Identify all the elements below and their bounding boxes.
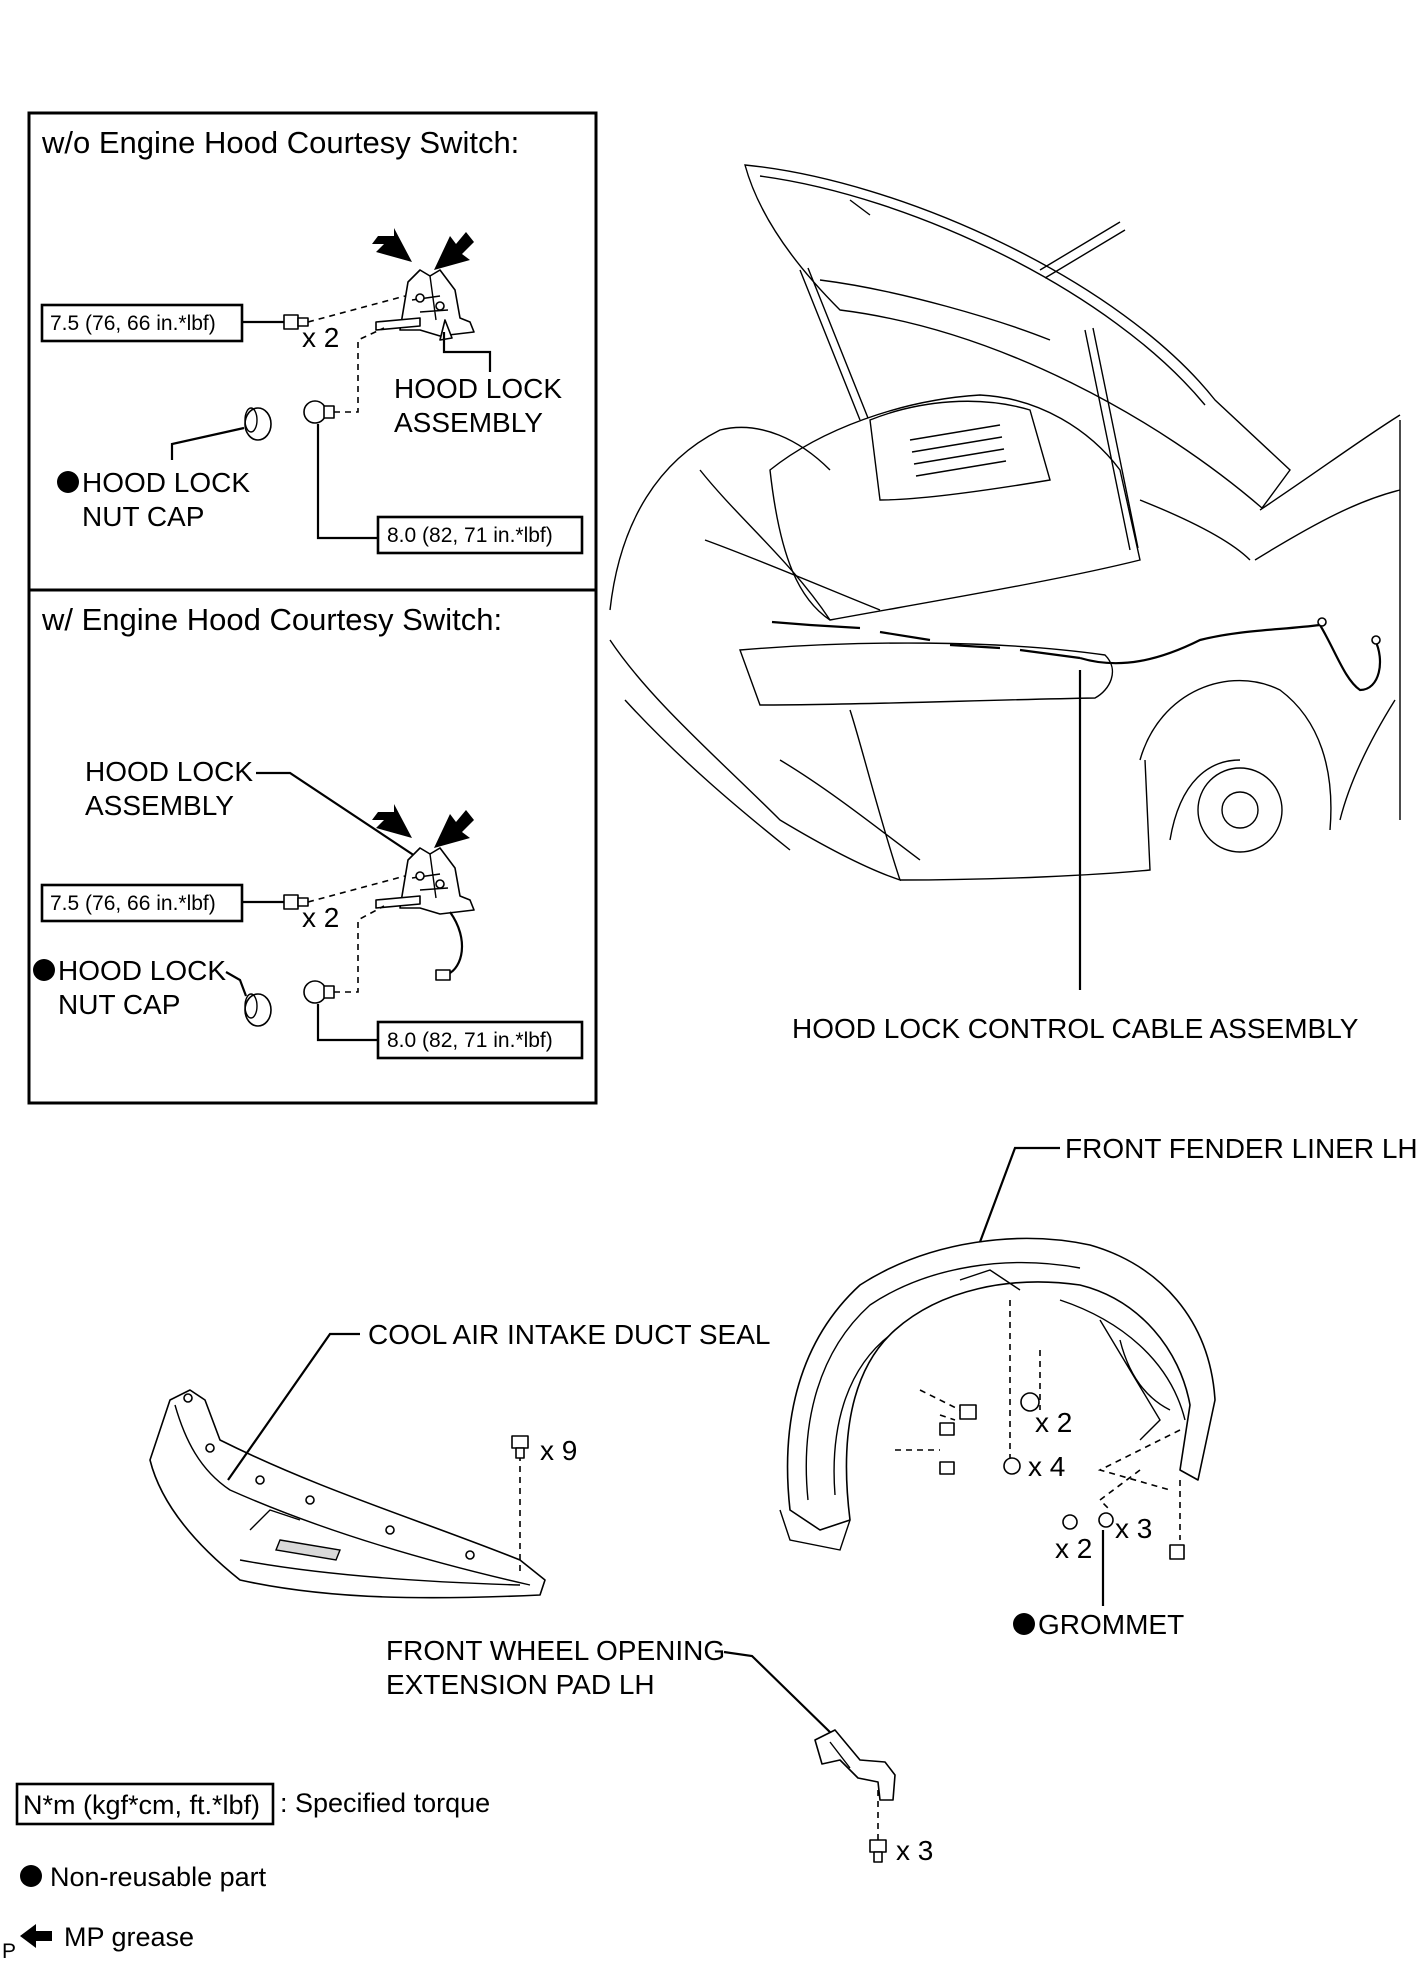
torque-spec-nut: 8.0 (82, 71 in.*lbf): [387, 1029, 553, 1052]
grease-arrow-icon: [372, 228, 412, 262]
nut-cap-label-1: HOOD LOCK: [58, 955, 226, 986]
fender-liner-label: FRONT FENDER LINER LH: [1065, 1133, 1418, 1164]
pad-clip-count: x 3: [896, 1835, 933, 1866]
hood-lock-assembly-label-2: ASSEMBLY: [394, 407, 543, 438]
filled-circle-icon: [20, 1865, 42, 1887]
torque-spec-bolt: 7.5 (76, 66 in.*lbf): [50, 892, 216, 915]
duct-clip-count: x 9: [540, 1435, 577, 1466]
duct-seal-label: COOL AIR INTAKE DUCT SEAL: [368, 1319, 770, 1350]
bolt-count: x 2: [302, 322, 339, 353]
bolt-icon: [283, 894, 309, 910]
hood-lock-assembly-label-2: ASSEMBLY: [85, 790, 234, 821]
panel-with-title: w/ Engine Hood Courtesy Switch:: [41, 602, 502, 637]
liner-count-d: x 3: [1115, 1513, 1152, 1544]
torque-spec-bolt: 7.5 (76, 66 in.*lbf): [50, 312, 216, 335]
grommet-label: GROMMET: [1038, 1609, 1184, 1640]
filled-circle-icon: [57, 471, 79, 493]
nut-cap-label-2: NUT CAP: [58, 989, 180, 1020]
panel-with-switch: w/ Engine Hood Courtesy Switch: HOOD LOC…: [27, 588, 598, 1105]
control-cable-label: HOOD LOCK CONTROL CABLE ASSEMBLY: [792, 1013, 1359, 1044]
liner-count-c: x 2: [1055, 1533, 1092, 1564]
clip-icon: [511, 1435, 529, 1459]
legend-torque-text: : Specified torque: [280, 1788, 490, 1818]
extension-pad-label-2: EXTENSION PAD LH: [386, 1669, 655, 1700]
panel-without-switch: w/o Engine Hood Courtesy Switch: 7.5 (76…: [27, 111, 598, 592]
hood-lock-assembly-label-1: HOOD LOCK: [394, 373, 562, 404]
nut-cap-icon: [244, 407, 272, 441]
legend-grease: MP grease: [64, 1922, 194, 1952]
filled-circle-icon: [1013, 1613, 1035, 1635]
liner-count-b: x 4: [1028, 1451, 1065, 1482]
nut-cap-icon: [244, 993, 272, 1027]
cool-air-intake-duct-seal-drawing: [149, 1332, 546, 1599]
grease-arrow-icon: [20, 1924, 52, 1948]
bolt-count: x 2: [302, 902, 339, 933]
liner-count-a: x 2: [1035, 1407, 1072, 1438]
hood-lock-assembly-label-1: HOOD LOCK: [85, 756, 253, 787]
hood-lock-assembly-drawing: [375, 269, 475, 341]
legend-torque-box: N*m (kgf*cm, ft.*lbf): [23, 1790, 260, 1820]
nut-cap-label-2: NUT CAP: [82, 501, 204, 532]
grease-arrow-icon: [372, 804, 412, 838]
grease-arrow-icon: [434, 810, 474, 848]
hood-lock-assembly-drawing: [375, 847, 475, 981]
nut-cap-label-1: HOOD LOCK: [82, 467, 250, 498]
extension-pad-drawing: [814, 1729, 896, 1863]
extension-pad-label-1: FRONT WHEEL OPENING: [386, 1635, 725, 1666]
nut-icon: [303, 980, 335, 1004]
front-fender-liner-drawing: [779, 1146, 1216, 1606]
vehicle-front-illustration: [609, 164, 1401, 990]
clip-icon: [869, 1839, 887, 1863]
legend-nonreusable: Non-reusable part: [50, 1862, 267, 1892]
torque-spec-nut: 8.0 (82, 71 in.*lbf): [387, 524, 553, 547]
corner-code: P: [2, 1940, 16, 1961]
clip-icon: [939, 1392, 1185, 1560]
filled-circle-icon: [33, 959, 55, 981]
grease-arrow-icon: [434, 232, 474, 270]
legend: N*m (kgf*cm, ft.*lbf) : Specified torque…: [2, 1782, 490, 1961]
panel-without-title: w/o Engine Hood Courtesy Switch:: [41, 125, 519, 160]
